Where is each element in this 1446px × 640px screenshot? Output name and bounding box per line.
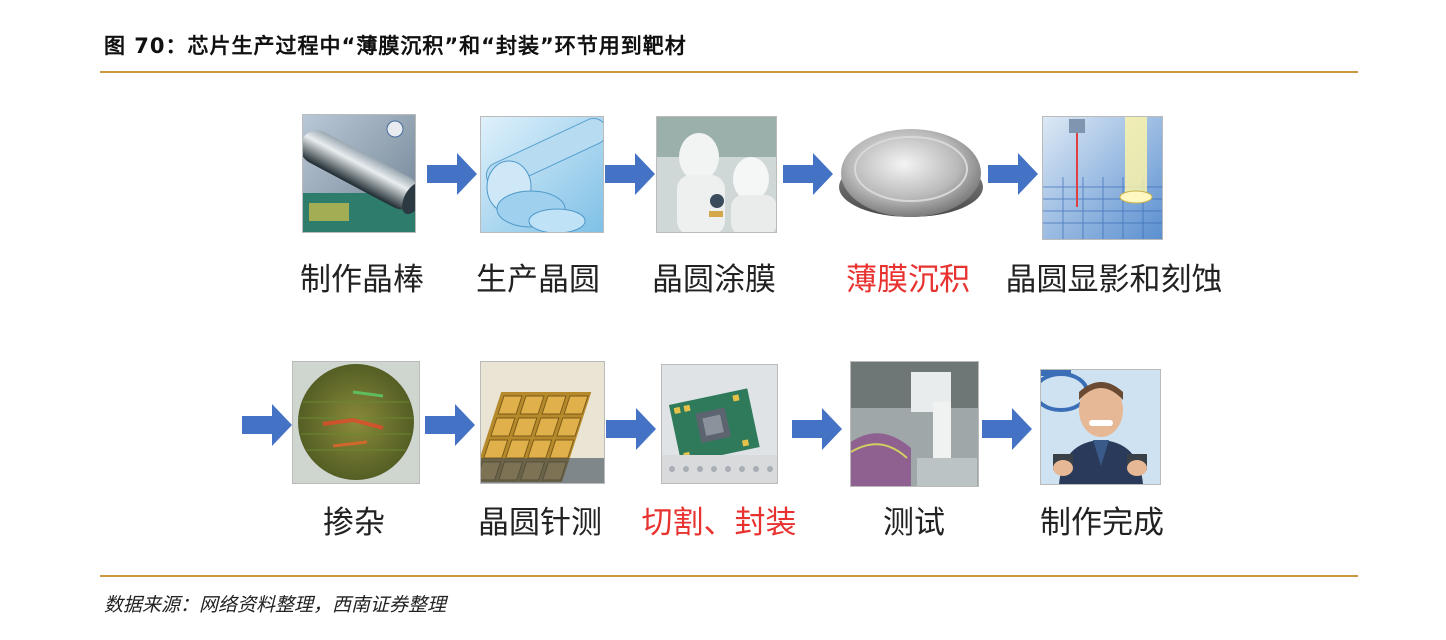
step-label: 晶圆显影和刻蚀 [1005,262,1223,297]
arrow-right-icon [425,404,475,446]
top-divider [100,71,1358,73]
step-label-highlighted: 薄膜沉积 [846,262,970,297]
ingot-image [303,115,415,232]
step-label: 制作完成 [1040,505,1164,540]
arrow-right-icon [427,153,477,195]
arrow-right-icon [988,153,1038,195]
packaged-chip-image [662,365,777,483]
step-label: 晶圆针测 [478,505,602,540]
step-label: 测试 [883,505,945,540]
sputtering-target-image [835,117,987,232]
arrow-right-icon [792,408,842,450]
test-equipment-image [851,362,978,486]
wafer-slices-image [481,117,603,232]
step-label: 生产晶圆 [476,262,600,297]
person-holding-chips-image [1041,370,1160,484]
step-label: 晶圆涂膜 [652,262,776,297]
arrow-right-icon [982,408,1032,450]
cleanroom-image [657,117,776,232]
source-note: 数据来源：网络资料整理，西南证券整理 [104,594,447,616]
doped-wafer-image [293,362,419,483]
step-label-highlighted: 切割、封装 [641,505,797,540]
bottom-divider [100,575,1358,577]
step-label: 掺杂 [323,505,385,540]
chip-grid-image [481,362,604,483]
step-label: 制作晶棒 [300,262,424,297]
figure-title: 图 70：芯片生产过程中“薄膜沉积”和“封装”环节用到靶材 [104,34,687,58]
arrow-right-icon [783,153,833,195]
lithography-image [1043,117,1162,239]
arrow-right-icon [605,153,655,195]
arrow-right-icon [606,408,656,450]
arrow-right-icon [242,404,292,446]
